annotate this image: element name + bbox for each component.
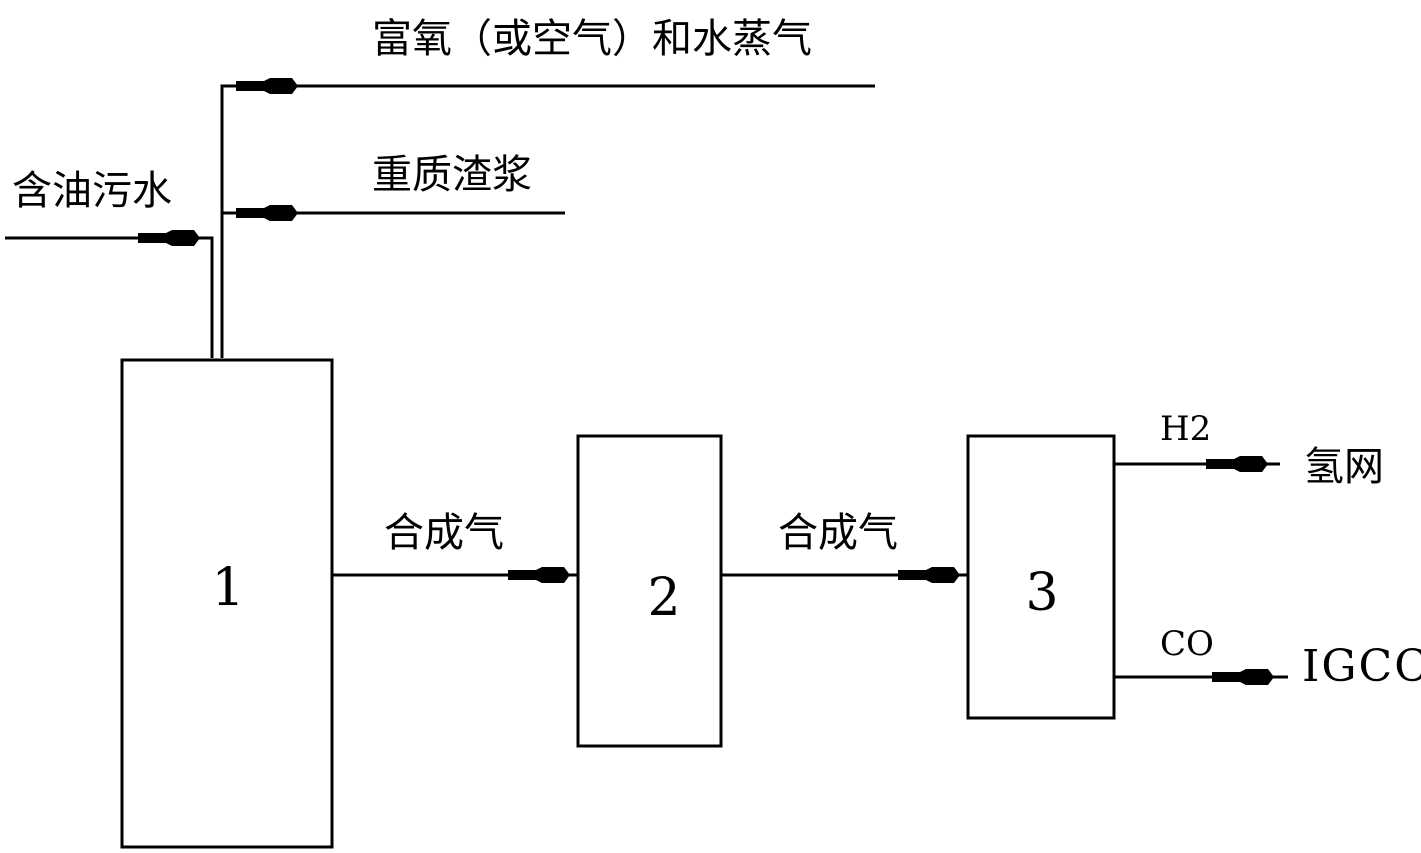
label-co: CO (1160, 624, 1214, 664)
unit-1-box (120, 358, 334, 849)
label-heavy-slurry: 重质渣浆 (372, 152, 532, 198)
unit-2-number: 2 (647, 568, 680, 628)
label-oily-water: 含油污水 (12, 168, 172, 214)
arrow-syngas-1 (508, 567, 570, 583)
unit-1-number: 1 (211, 558, 244, 618)
unit-3-box (966, 434, 1116, 720)
feed-pipe-main (220, 84, 875, 358)
arrow-oily-water (138, 230, 200, 246)
arrow-co (1212, 669, 1274, 685)
label-syngas-1: 合成气 (384, 510, 504, 556)
label-h2: H2 (1160, 409, 1211, 449)
unit-3-number: 3 (1025, 563, 1058, 623)
arrow-slurry (236, 205, 298, 221)
label-syngas-2: 合成气 (778, 510, 898, 556)
arrow-oxygen-steam (236, 78, 298, 94)
feed-pipe-oily-water (5, 236, 214, 358)
arrow-h2 (1206, 456, 1268, 472)
label-oxygen-steam: 富氧（或空气）和水蒸气 (372, 16, 812, 62)
label-igcc: IGCC (1302, 641, 1421, 692)
label-hydrogen-network: 氢网 (1304, 444, 1384, 490)
arrow-syngas-2 (898, 567, 960, 583)
unit-2-box (576, 434, 723, 748)
